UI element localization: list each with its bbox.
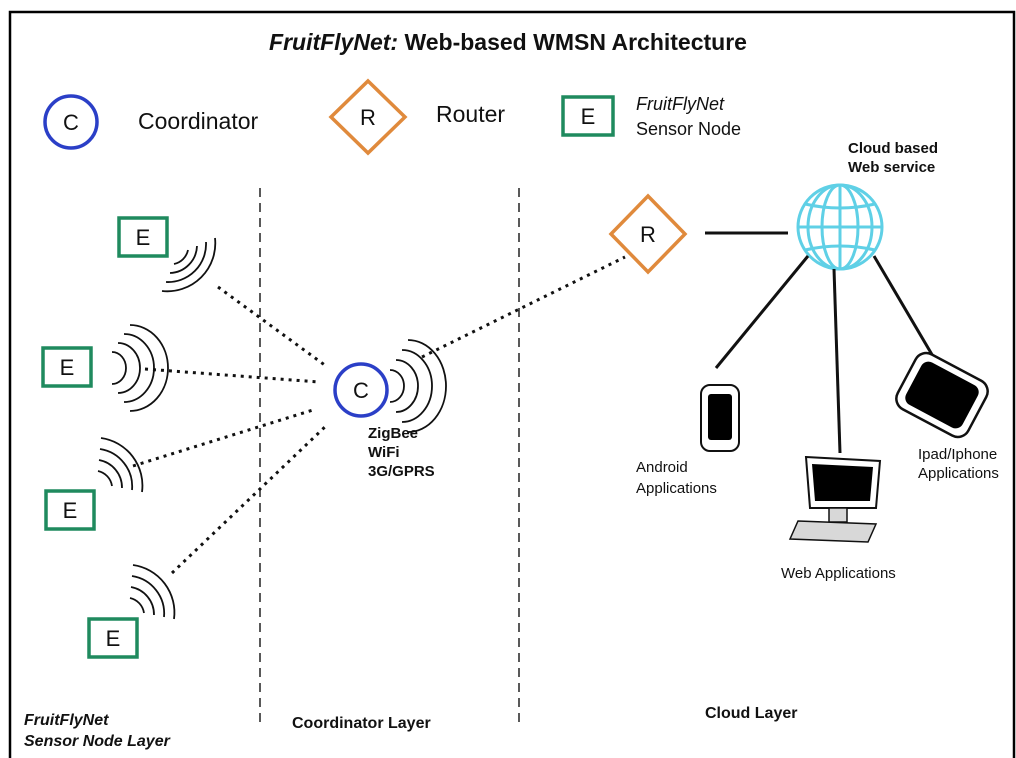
signal-waves-icon	[129, 564, 176, 620]
android-label-2: Applications	[636, 480, 717, 497]
router-letter: R	[640, 222, 656, 247]
sensor-box	[87, 617, 139, 659]
layer-label-cloud: Cloud Layer	[705, 705, 797, 722]
signal-waves-icon	[161, 237, 217, 293]
legend-sensor-label-2: Sensor Node	[636, 119, 741, 139]
link-cloud-android	[714, 255, 810, 369]
link-cloud-ipad	[872, 255, 936, 359]
sensor-node-2: E	[41, 346, 93, 388]
wireless-links	[132, 255, 626, 575]
link-sensor-1	[217, 285, 327, 368]
protocol-list: ZigBee WiFi 3G/GPRS	[368, 425, 435, 480]
protocol-3g-gprs: 3G/GPRS	[368, 463, 435, 480]
sensor-letter: E	[63, 498, 78, 523]
sensor-letter: E	[136, 225, 151, 250]
layer-label-sensor-2: Sensor Node Layer	[24, 733, 171, 750]
legend-sensor-letter: E	[581, 104, 596, 129]
android-phone-icon	[700, 384, 740, 452]
sensor-letter: E	[106, 626, 121, 651]
link-cloud-web	[832, 268, 842, 454]
sensor-node-1: E	[117, 216, 169, 258]
sensor-node-4: E	[87, 617, 139, 659]
coordinator-letter: C	[353, 378, 369, 403]
cloud-globe-icon	[796, 183, 884, 271]
legend-coordinator-label: Coordinator	[138, 108, 259, 134]
ipad-label-2: Applications	[918, 465, 999, 482]
signal-waves-icon	[111, 324, 169, 412]
title-italic: FruitFlyNet:	[269, 29, 398, 55]
link-sensor-2	[144, 367, 320, 384]
layer-label-sensor-1: FruitFlyNet	[24, 712, 109, 729]
web-apps-label: Web Applications	[781, 565, 896, 582]
sensor-letter: E	[60, 355, 75, 380]
signal-waves-icon	[389, 339, 447, 433]
android-label-1: Android	[636, 459, 688, 476]
link-sensor-3	[132, 407, 317, 468]
sensor-box	[41, 346, 93, 388]
desktop-computer-icon	[788, 455, 882, 543]
link-coordinator-router	[421, 255, 626, 359]
title-rest: Web-based WMSN Architecture	[398, 29, 747, 55]
legend-coordinator-symbol	[43, 94, 99, 150]
sensor-box	[117, 216, 169, 258]
signal-waves-icon	[97, 437, 144, 493]
legend-router-symbol	[328, 78, 408, 156]
router-node: R	[608, 193, 688, 275]
cloud-label-1: Cloud based	[848, 140, 938, 157]
legend-router-label: Router	[436, 101, 505, 127]
protocol-zigbee: ZigBee	[368, 425, 418, 442]
legend: C Coordinator R Router E FruitFlyNet Sen…	[43, 78, 741, 156]
legend-sensor-label-1: FruitFlyNet	[636, 94, 725, 114]
tablet-icon	[895, 351, 989, 439]
legend-coordinator-letter: C	[63, 110, 79, 135]
coordinator-circle	[333, 362, 389, 418]
ipad-label-1: Ipad/Iphone	[918, 446, 997, 463]
layer-label-coordinator: Coordinator Layer	[292, 715, 431, 732]
cloud-label-2: Web service	[848, 159, 935, 176]
diagram-title: FruitFlyNet: Web-based WMSN Architecture	[269, 29, 747, 55]
cloud-app-links	[714, 255, 936, 454]
legend-sensor-symbol	[561, 95, 615, 137]
diagram-frame	[8, 10, 1016, 758]
protocol-wifi: WiFi	[368, 444, 400, 461]
sensor-node-3: E	[44, 489, 96, 531]
sensor-signal-icons	[97, 237, 217, 620]
legend-router-letter: R	[360, 105, 376, 130]
sensor-box	[44, 489, 96, 531]
router-diamond	[608, 193, 688, 275]
coordinator-node: C	[333, 362, 389, 418]
